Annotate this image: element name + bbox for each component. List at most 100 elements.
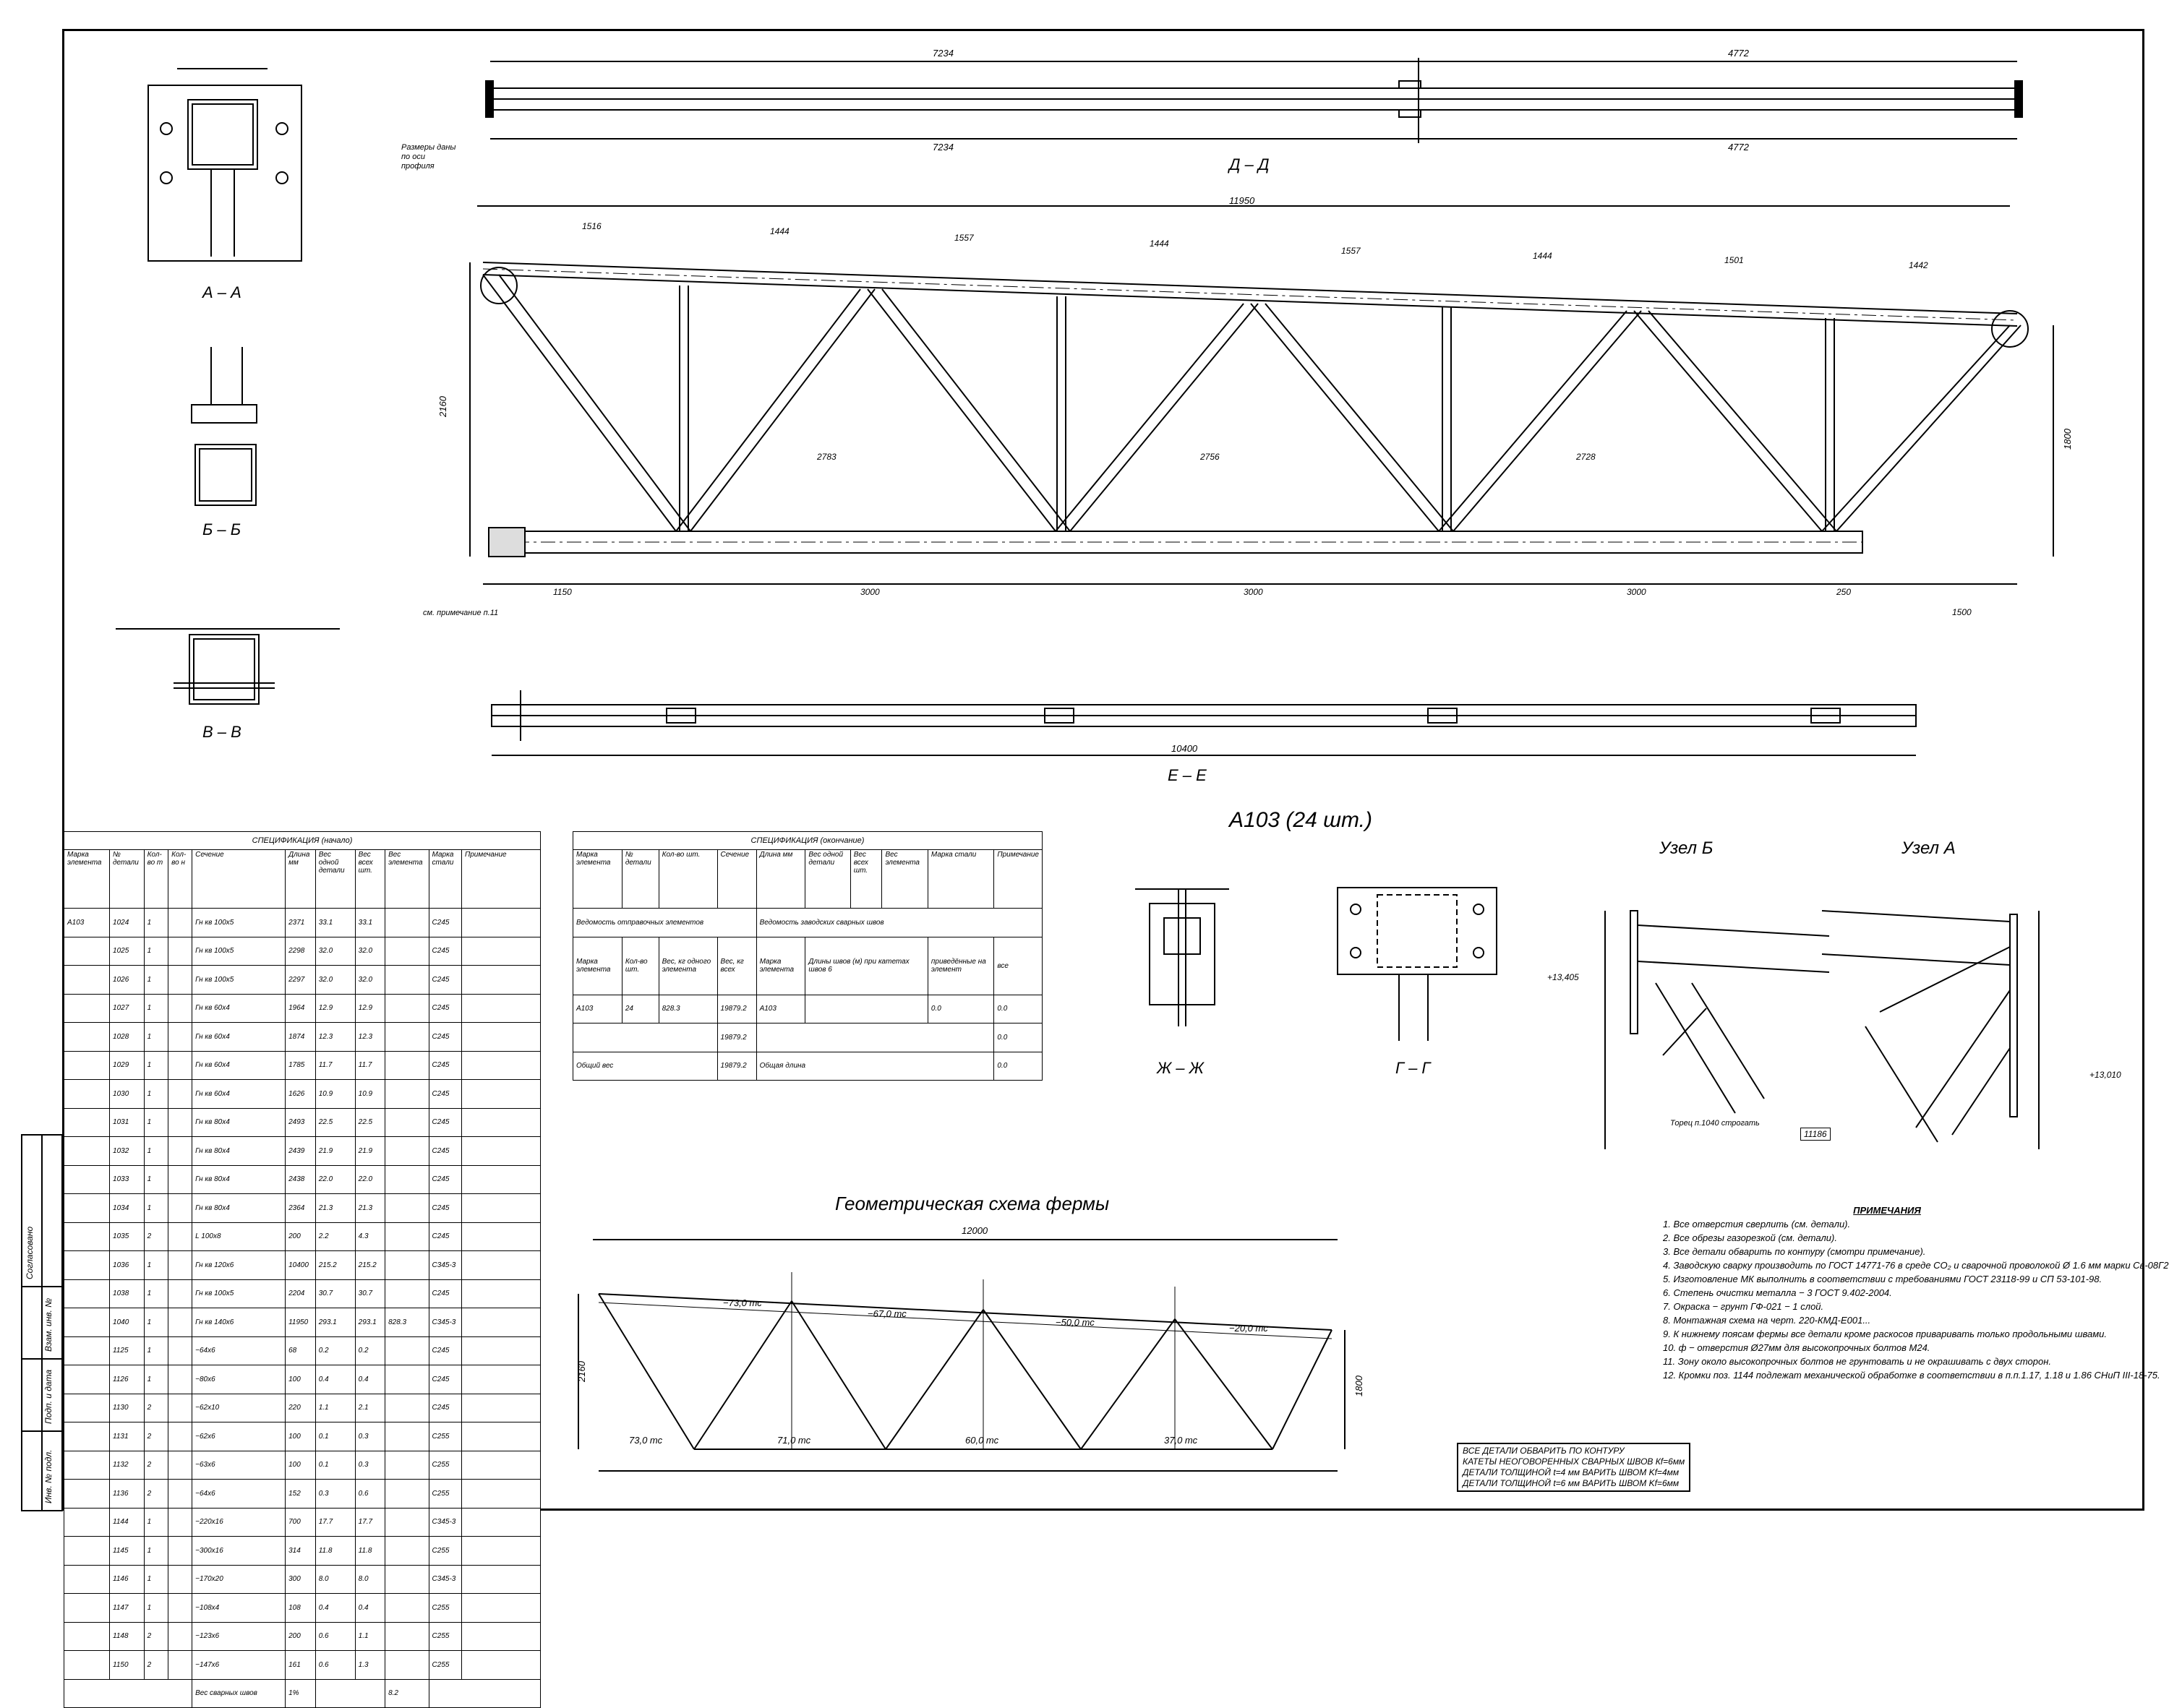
spec-cell: С345-3: [428, 1250, 463, 1280]
spec-right-h0: Марка элемента: [573, 849, 623, 909]
spec-cell: [461, 1507, 541, 1537]
spec-cell: 2.2: [315, 1222, 356, 1251]
note-item: 6. Степень очистки металла − 3 ГОСТ 9.40…: [1663, 1287, 1892, 1298]
geo-force-top-1: −73,0 тс: [723, 1297, 762, 1308]
spec-right-total: 19879.2: [716, 1051, 757, 1081]
dim-inner-3: 2728: [1576, 452, 1596, 462]
spec-cell: 33.1: [354, 908, 386, 937]
spec-cell: 0.4: [354, 1593, 386, 1623]
spec-left-welds-label: Вес сварных швов: [192, 1678, 286, 1708]
spec-left-h2: Кол-во т: [143, 849, 169, 909]
spec-cell: [63, 1536, 111, 1566]
spec-cell: [461, 1621, 541, 1651]
spec-cell: 11.8: [315, 1536, 356, 1566]
spec-cell: 22.0: [354, 1164, 386, 1194]
spec-cell: [63, 1050, 111, 1080]
spec-cell: −123х6: [192, 1621, 286, 1651]
spec-cell: Гн кв 60х4: [192, 993, 286, 1023]
spec-cell: [385, 1279, 429, 1308]
dim-panel-7: 1501: [1724, 255, 1744, 265]
spec-cell: [168, 1650, 193, 1680]
spec-cell: 1: [143, 993, 169, 1023]
dim-panel-3: 1557: [954, 233, 974, 243]
spec-left-h7: Вес всех шт.: [354, 849, 386, 909]
note-item: 4. Заводскую сварку производить по ГОСТ …: [1663, 1260, 2169, 1271]
spec-cell: 1: [143, 908, 169, 937]
spec-cell: 2: [143, 1650, 169, 1680]
spec-cell: 2493: [285, 1107, 316, 1137]
spec-cell: 10400: [285, 1250, 316, 1280]
spec-cell: [385, 1536, 429, 1566]
spec-cell: 30.7: [315, 1279, 356, 1308]
spec-right-ca1: Кол-во шт.: [621, 936, 659, 995]
spec-cell: Гн кв 100х5: [192, 908, 286, 937]
spec-cell: 10.9: [315, 1079, 356, 1109]
geo-height-left: 2160: [576, 1361, 587, 1382]
spec-cell: Гн кв 80х4: [192, 1193, 286, 1223]
spec-cell: 314: [285, 1536, 316, 1566]
spec-cell: С245: [428, 1164, 463, 1194]
spec-cell: Гн кв 60х4: [192, 1050, 286, 1080]
section-ee: [491, 690, 1917, 756]
section-aa: [147, 68, 302, 262]
section-vv: [116, 628, 340, 705]
spec-cell: [385, 1450, 429, 1480]
spec-cell: 1033: [109, 1164, 145, 1194]
detail-uzel-a: [1821, 910, 2040, 1149]
spec-cell: 1: [143, 1136, 169, 1166]
spec-cell: [461, 993, 541, 1023]
spec-cell: [385, 1365, 429, 1394]
spec-cell: 0.3: [315, 1479, 356, 1509]
spec-cell: [168, 1507, 193, 1537]
spec-cell: [168, 1450, 193, 1480]
section-dd: [485, 58, 2023, 143]
spec-cell: [168, 1564, 193, 1594]
spec-cell: С245: [428, 1222, 463, 1251]
spec-right-h5: Вес одной детали: [805, 849, 851, 909]
spec-cell: [63, 1250, 111, 1280]
spec-cell: 0.3: [354, 1422, 386, 1451]
spec-right-r1-6: 0.0: [993, 994, 1043, 1023]
spec-cell: С255: [428, 1593, 463, 1623]
spec-cell: [461, 1336, 541, 1365]
spec-cell: 32.0: [315, 965, 356, 995]
spec-cell: [461, 1222, 541, 1251]
notes-title: ПРИМЕЧАНИЯ: [1853, 1205, 1921, 1216]
spec-cell: [168, 908, 193, 937]
spec-cell: 1: [143, 1164, 169, 1194]
spec-cell: Гн кв 100х5: [192, 965, 286, 995]
dim-panel-6: 1444: [1533, 251, 1552, 261]
spec-cell: [63, 1193, 111, 1223]
weld-line-3: ДЕТАЛИ ТОЛЩИНОЙ t=4 мм ВАРИТЬ ШВОМ Kf=4м…: [1463, 1467, 1680, 1477]
spec-cell: [63, 965, 111, 995]
spec-cell: 0.3: [354, 1450, 386, 1480]
spec-cell: 1026: [109, 965, 145, 995]
spec-cell: С245: [428, 1050, 463, 1080]
note-item: 7. Окраска − грунт ГФ-021 − 1 слой.: [1663, 1301, 1824, 1312]
dim-inner-1: 2783: [817, 452, 837, 462]
spec-cell: Гн кв 100х5: [192, 1279, 286, 1308]
spec-cell: [461, 1450, 541, 1480]
spec-cell: 11.7: [315, 1050, 356, 1080]
spec-cell: [63, 936, 111, 966]
spec-cell: [63, 1593, 111, 1623]
spec-cell: [385, 1022, 429, 1052]
spec-cell: 1: [143, 965, 169, 995]
spec-cell: 1025: [109, 936, 145, 966]
geo-force-top-2: −67,0 тс: [868, 1308, 907, 1319]
spec-right-r1-4: А103: [756, 994, 806, 1023]
weld-line-2: КАТЕТЫ НЕОГОВОРЕННЫХ СВАРНЫХ ШВОВ Кf=6мм: [1463, 1456, 1685, 1467]
spec-cell: [168, 1164, 193, 1194]
spec-cell: 8.0: [315, 1564, 356, 1594]
main-title: А103 (24 шт.): [1229, 808, 1372, 832]
spec-cell: [63, 1336, 111, 1365]
spec-cell: [385, 1136, 429, 1166]
